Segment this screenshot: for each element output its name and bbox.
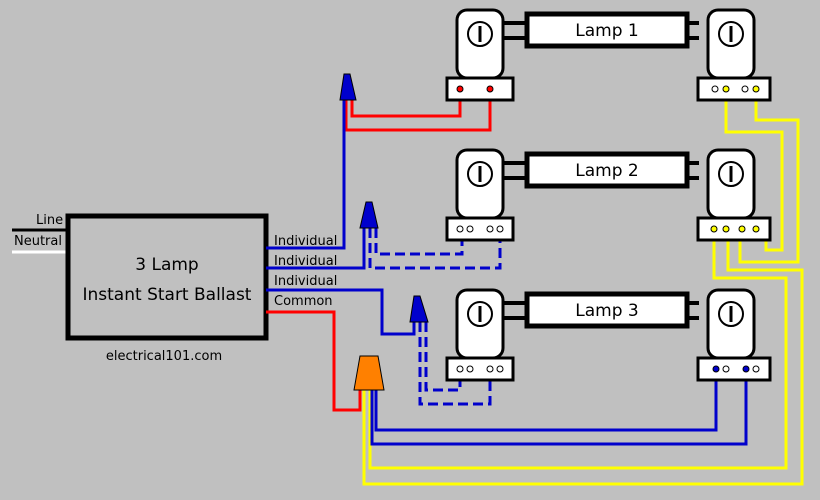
lamp-socket-left (445, 8, 515, 102)
individual-label-2: Individual (274, 254, 337, 269)
blue-wire-nut (339, 73, 357, 101)
lamp-label: Lamp 2 (575, 161, 638, 181)
lamp-socket-right (696, 288, 772, 382)
lamp-socket-right (696, 8, 772, 102)
lamp-tube (524, 151, 690, 189)
supply-wires: Line Neutral (12, 213, 68, 254)
line-label: Line (36, 213, 63, 228)
lamp-socket-left (445, 148, 515, 242)
neutral-label: Neutral (14, 234, 62, 249)
ballast: 3 Lamp Instant Start Ballast electrical1… (65, 213, 269, 364)
blue-wire-nut (409, 295, 429, 323)
ballast-subtitle: Instant Start Ballast (83, 285, 252, 305)
orange-wire-nut (353, 355, 385, 391)
yellow-wires (362, 92, 804, 486)
lamp-socket-right (696, 148, 772, 242)
lamp-tube (524, 291, 690, 329)
individual-label-1: Individual (274, 234, 337, 249)
blue-wires (266, 100, 748, 446)
red-wires (266, 92, 492, 412)
lamp-tube (524, 11, 690, 49)
lamp-label: Lamp 1 (575, 21, 638, 41)
lamp-socket-left (445, 288, 515, 382)
lamp-3: Lamp 3 (445, 288, 772, 382)
lamp-label: Lamp 3 (575, 301, 638, 321)
lamp-1: Lamp 1 (445, 8, 772, 102)
lamp-2: Lamp 2 (445, 148, 772, 242)
website-label: electrical101.com (106, 349, 222, 364)
ballast-title: 3 Lamp (135, 255, 198, 275)
individual-label-3: Individual (274, 274, 337, 289)
common-label: Common (274, 294, 333, 309)
blue-wire-nut (359, 201, 379, 229)
